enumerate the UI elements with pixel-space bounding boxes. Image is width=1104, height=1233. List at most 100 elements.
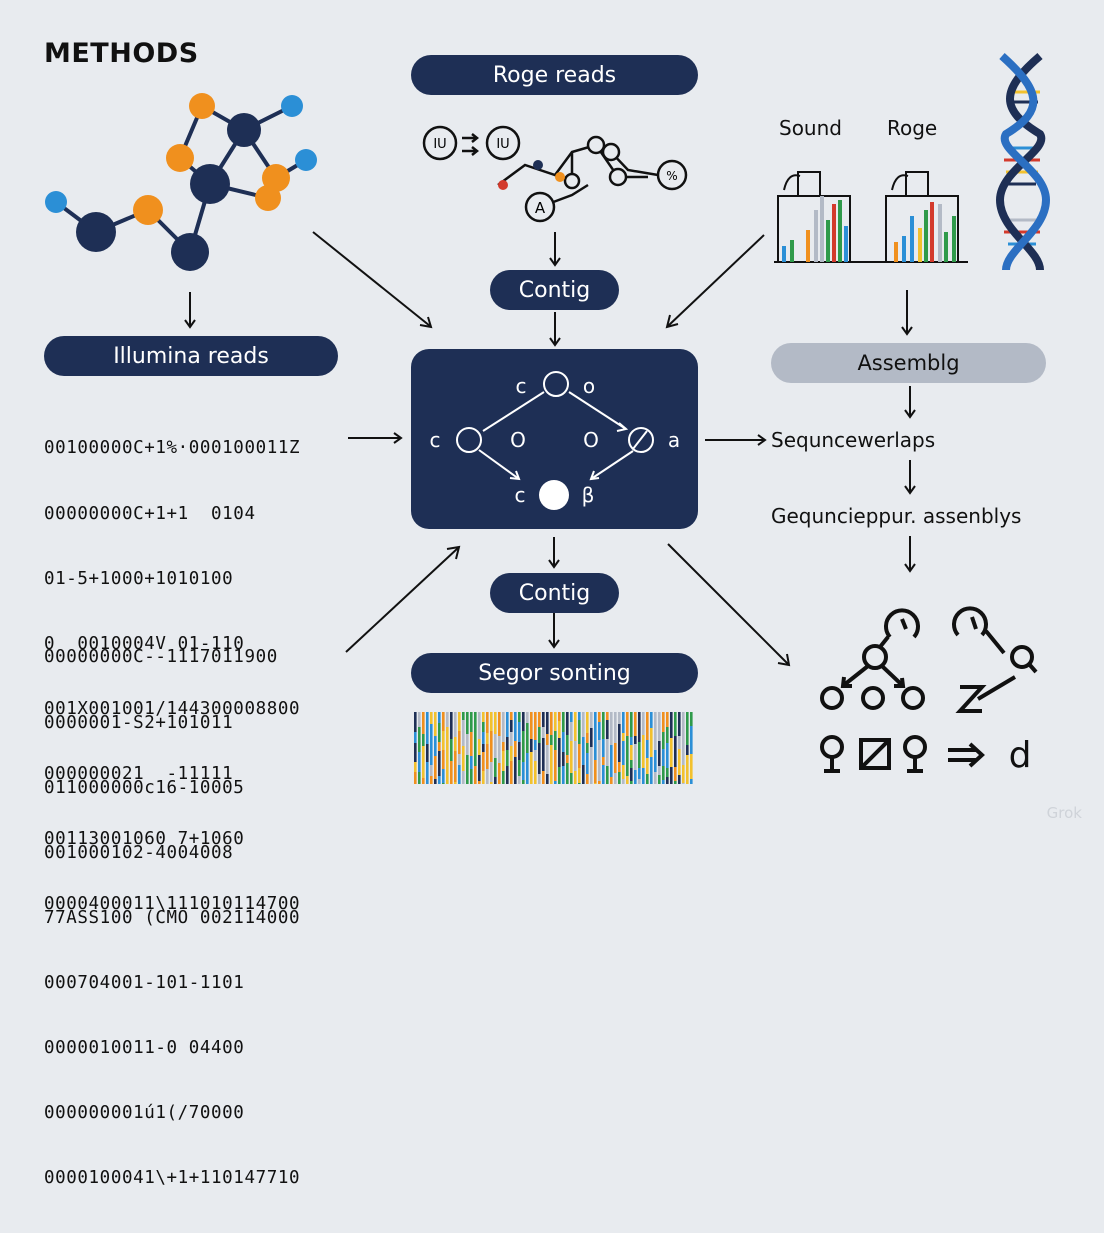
barcode-segment (546, 712, 549, 734)
barcode-segment (450, 712, 453, 739)
barcode-segment (494, 758, 497, 777)
barcode-segment (690, 712, 693, 726)
barcode-segment (646, 712, 649, 740)
barcode-segment (454, 751, 457, 759)
barcode-segment (586, 753, 589, 764)
barcode-segment (618, 746, 621, 762)
barcode-segment (654, 772, 657, 784)
barcode-segment (610, 712, 613, 745)
barcode-segment (538, 712, 541, 727)
barcode-segment (578, 744, 581, 768)
barcode-segment (450, 739, 453, 761)
dna-helix-icon (995, 52, 1051, 271)
barcode-segment (598, 722, 601, 740)
barcode-segment (474, 766, 477, 784)
barcode-segment (642, 735, 645, 768)
barcode-segment (594, 712, 597, 732)
barcode-segment (482, 722, 485, 732)
barcode-segment (478, 781, 481, 784)
barcode-segment (658, 766, 661, 775)
barcode-segment (478, 720, 481, 739)
barcode-segment (566, 763, 569, 782)
barcode-segment (634, 726, 637, 736)
barcode-segment (570, 712, 573, 722)
barcode-segment (650, 757, 653, 784)
barcode-segment (490, 782, 493, 784)
barcode-segment (646, 758, 649, 774)
barcode-segment (542, 712, 545, 727)
barcode-segment (622, 779, 625, 784)
barcode-segment (574, 712, 577, 741)
barcode-segment (602, 765, 605, 784)
barcode-segment (670, 728, 673, 738)
barcode-segment (454, 759, 457, 782)
barcode-segment (614, 712, 617, 743)
barcode-segment (478, 739, 481, 755)
barcode-segment (502, 751, 505, 771)
barcode-segment (650, 728, 653, 757)
barcode-segment (506, 750, 509, 766)
barcode-segment (678, 775, 681, 784)
barcode-segment (558, 738, 561, 767)
barcode-segment (562, 732, 565, 752)
barcode-segment (454, 737, 457, 751)
barcode-segment (562, 712, 565, 732)
barcode-segment (506, 712, 509, 737)
barcode-segment (458, 765, 461, 784)
barcode-segment (494, 712, 497, 734)
barcode-segment (682, 765, 685, 783)
barcode-segment (510, 712, 513, 720)
barcode-segment (446, 727, 449, 757)
barcode-segment (670, 738, 673, 767)
barcode-segment (686, 745, 689, 755)
node-label: o (583, 374, 595, 398)
barcode-segment (430, 712, 433, 724)
barcode-segment (494, 777, 497, 784)
barcode-segment (602, 757, 605, 765)
barcode-segment (630, 768, 633, 781)
barcode-segment (534, 712, 537, 740)
node-label: a (668, 428, 680, 452)
barcode-segment (602, 739, 605, 757)
node-a: A (535, 199, 546, 217)
barcode-segment (554, 712, 557, 731)
barcode-segment (550, 712, 553, 735)
tree-icons: d (820, 606, 1038, 776)
barcode-segment (658, 741, 661, 766)
barcode-segment (610, 745, 613, 777)
barcode-segment (598, 781, 601, 784)
barcode-segment (570, 722, 573, 741)
node-label: c (516, 374, 527, 398)
barcode-segment (590, 712, 593, 728)
arrow-down-2 (549, 312, 561, 347)
barcode-segment (666, 777, 669, 784)
barcode-segment (666, 768, 669, 777)
assembly-graph: c o c O O a c β (430, 371, 680, 510)
barcode-segment (490, 712, 493, 731)
code-line: 00000000C+1+1 0104 (44, 503, 256, 524)
barcode-segment (442, 731, 445, 750)
barcode-segment (474, 724, 477, 748)
barcode-segment (518, 712, 521, 722)
barcode-segment (574, 741, 577, 771)
barcode-segment (502, 742, 505, 751)
code-line: 00000000C--1117011900 (44, 647, 278, 668)
barcode-segment (554, 750, 557, 781)
barcode-segment (530, 739, 533, 752)
barcode-segment (690, 754, 693, 779)
barcode-segment (450, 761, 453, 777)
barcode-segment (650, 712, 653, 728)
barcode-segment (638, 742, 641, 768)
barcode-segment (678, 712, 681, 736)
barcode-segment (674, 712, 677, 736)
barcode-segment (554, 731, 557, 750)
barcode-segment (574, 771, 577, 784)
barcode-segment (490, 762, 493, 782)
reads-icons: IU IU A % (422, 125, 688, 223)
barcode-segment (442, 750, 445, 769)
barcode-segment (618, 724, 621, 746)
barcode-segment (654, 728, 657, 750)
barcode-segment (486, 712, 489, 733)
node-label: O (510, 428, 526, 452)
barcode-segment (526, 774, 529, 784)
